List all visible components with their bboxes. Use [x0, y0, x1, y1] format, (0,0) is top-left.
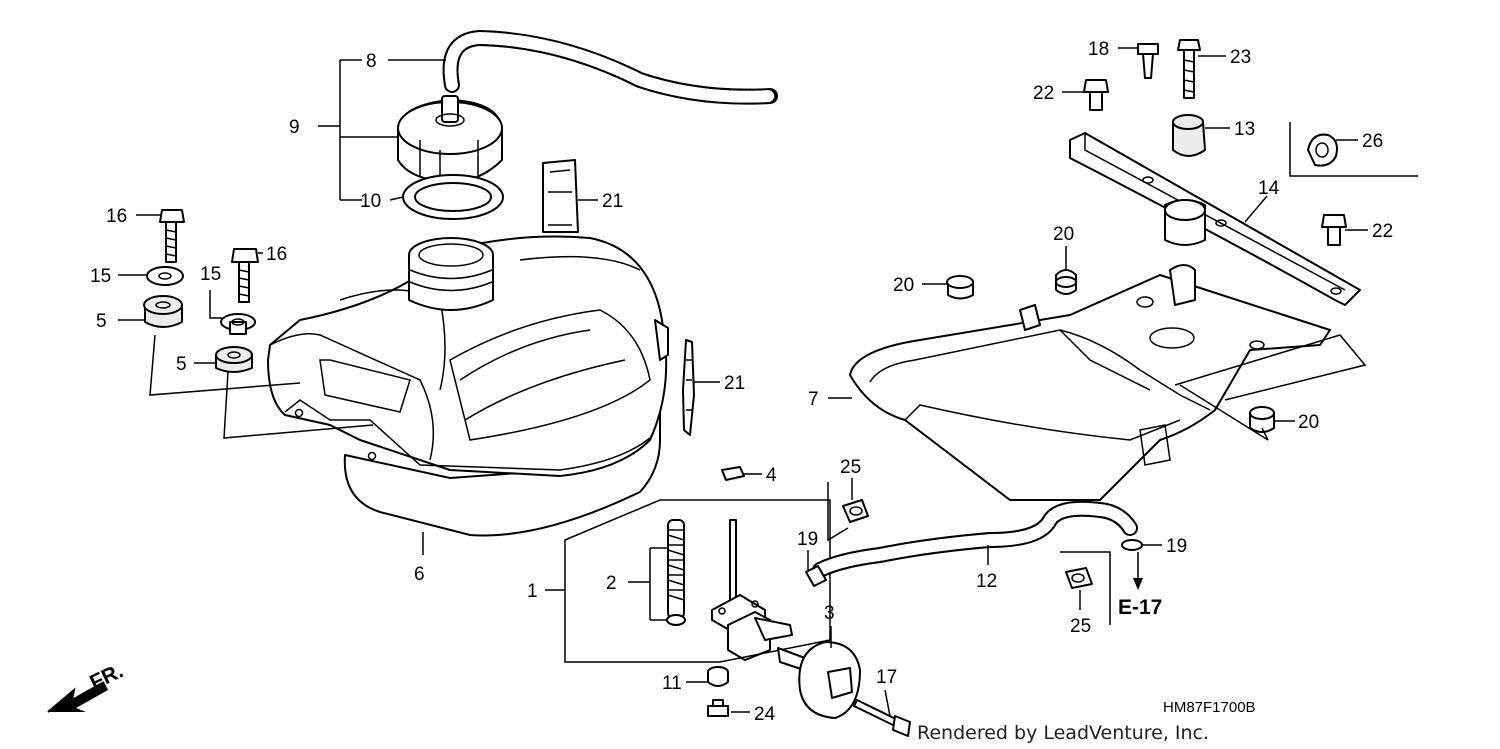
washer-15-left[interactable] [146, 266, 184, 286]
callout-9: 9 [289, 117, 300, 138]
callout-12: 12 [976, 571, 997, 592]
callout-26: 26 [1362, 131, 1383, 152]
bolt-16-left[interactable] [159, 209, 185, 263]
nut-11[interactable] [707, 666, 729, 687]
callout-20-right: 20 [1298, 412, 1319, 433]
callout-labels: 8 9 10 21 21 16 16 15 15 5 5 6 4 1 2 3 1… [90, 39, 1393, 725]
fuel-valve[interactable] [711, 519, 793, 661]
callout-19-left: 19 [797, 529, 818, 550]
bolt-16-right[interactable] [231, 248, 259, 303]
callout-11: 11 [662, 673, 682, 694]
callout-15-left: 15 [90, 266, 111, 287]
callout-8: 8 [366, 51, 377, 72]
front-arrow-icon [47, 681, 108, 713]
callout-21-upper: 21 [602, 191, 623, 212]
fuel-tank[interactable] [267, 235, 669, 537]
callout-18: 18 [1088, 39, 1109, 60]
tank-bracket[interactable] [1069, 132, 1361, 306]
callout-25-bottom: 25 [1070, 616, 1091, 637]
callout-13: 13 [1234, 119, 1255, 140]
rubber-mount-13[interactable] [1172, 114, 1206, 157]
callout-19-right: 19 [1166, 536, 1187, 557]
callout-2: 2 [606, 573, 617, 594]
tank-strap-upper[interactable] [542, 159, 579, 233]
bolt-24[interactable] [707, 699, 729, 717]
callout-16-right: 16 [266, 244, 287, 265]
fuel-filter-screen[interactable] [666, 519, 686, 626]
rubber-cushion-5-right[interactable] [215, 346, 253, 373]
bolt-23[interactable] [1177, 39, 1201, 99]
reference-e17[interactable]: E-17 [1118, 596, 1162, 619]
callout-1: 1 [527, 581, 538, 602]
hose-clip-19-left[interactable] [805, 565, 827, 587]
callout-15-right: 15 [200, 264, 221, 285]
callout-5-right: 5 [176, 354, 187, 375]
bolt-22-right[interactable] [1321, 214, 1347, 246]
callout-23: 23 [1230, 47, 1251, 68]
callout-22-right: 22 [1372, 221, 1393, 242]
fuel-tank-cover[interactable] [849, 264, 1367, 501]
callout-25-top: 25 [840, 457, 861, 478]
valve-assembly-box [564, 499, 831, 663]
callout-5-left: 5 [96, 311, 107, 332]
callout-24: 24 [754, 704, 776, 725]
watermark-text: Rendered by LeadVenture, Inc. [917, 722, 1209, 744]
breather-tube[interactable] [442, 30, 778, 105]
fuel-filler-cap[interactable] [397, 95, 503, 183]
hose-clamp-25-top[interactable] [842, 499, 869, 523]
callout-22-top: 22 [1033, 83, 1054, 104]
clip-26[interactable] [1307, 133, 1338, 167]
rubber-cushion-5-left[interactable] [143, 295, 183, 328]
leader-lines [118, 47, 1418, 717]
valve-lever[interactable] [777, 641, 861, 719]
fuel-hose[interactable] [812, 500, 1138, 578]
callout-20-left: 20 [893, 275, 914, 296]
callout-17: 17 [876, 667, 897, 688]
washer-15-right[interactable] [220, 313, 256, 335]
callout-20-mid: 20 [1053, 224, 1074, 245]
diagram-code: HM87F1700B [1163, 699, 1256, 716]
callout-16-left: 16 [106, 206, 127, 227]
callout-21-lower: 21 [724, 373, 745, 394]
callout-7: 7 [808, 389, 819, 410]
washer-4[interactable] [721, 466, 745, 481]
hose-clamp-25-bottom[interactable] [1065, 567, 1093, 589]
hose-clip-19-right[interactable] [1121, 539, 1143, 551]
callout-14: 14 [1258, 178, 1280, 199]
bolt-17[interactable] [853, 699, 911, 737]
grommet-20-mid[interactable] [1055, 269, 1077, 295]
callout-6: 6 [414, 564, 425, 585]
grommet-20-left[interactable] [946, 275, 974, 300]
callout-3: 3 [824, 603, 835, 624]
bolt-22-top[interactable] [1083, 79, 1109, 111]
tank-strap-lower[interactable] [682, 339, 695, 436]
callout-4: 4 [766, 465, 777, 486]
fuel-cap-gasket[interactable] [402, 174, 504, 220]
callout-10: 10 [360, 191, 381, 212]
clip-18[interactable] [1137, 43, 1159, 79]
